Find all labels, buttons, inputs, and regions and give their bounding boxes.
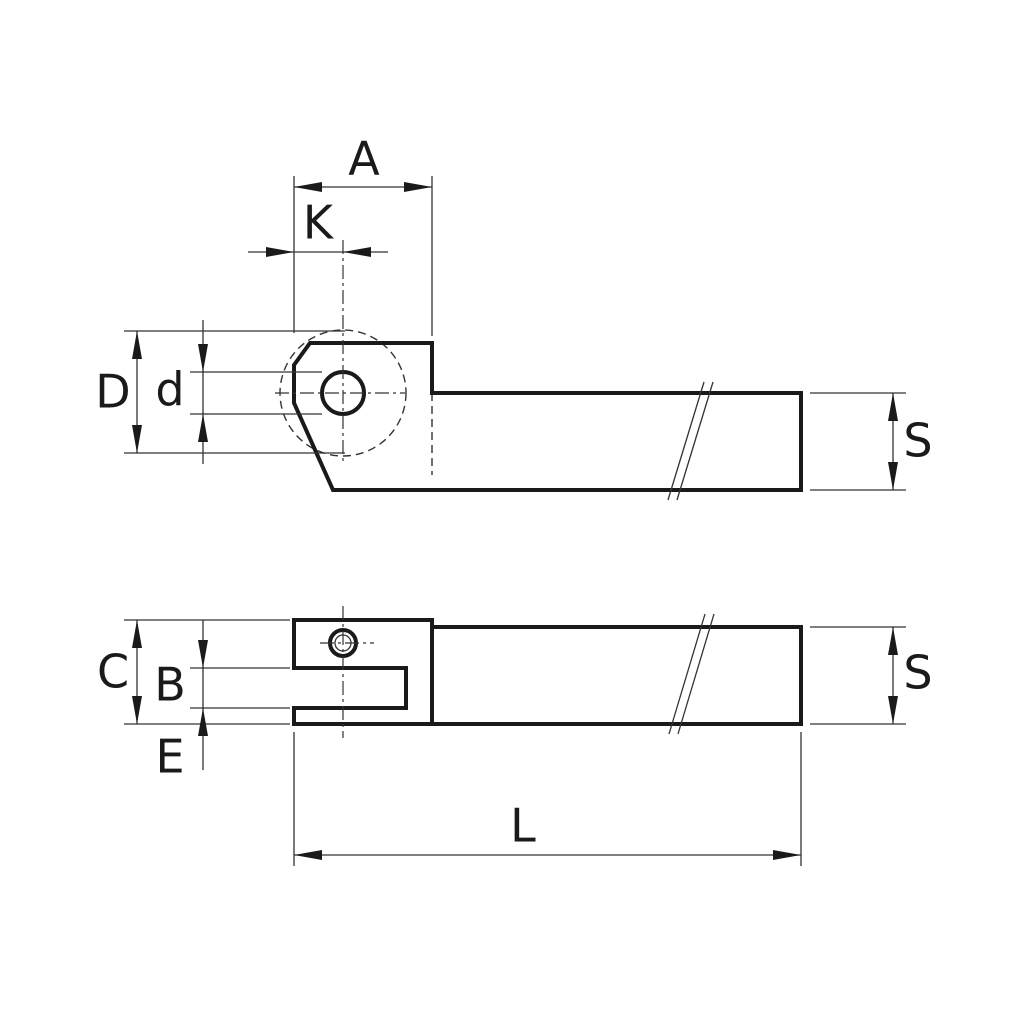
label-K: K [303, 196, 335, 250]
side-view [275, 240, 803, 501]
label-d: d [155, 363, 184, 417]
body-outline-plan [292, 618, 803, 726]
break-mark-2 [667, 381, 705, 501]
label-C: C [97, 645, 129, 699]
dimension-S-top: S [810, 392, 933, 491]
label-E: E [155, 730, 184, 784]
label-S-bottom: S [903, 646, 932, 700]
plan-view [292, 606, 803, 738]
plan-break-mark-1 [677, 613, 715, 735]
label-L: L [510, 799, 536, 853]
dimension-C: C [97, 619, 290, 725]
dimension-K: K [248, 196, 388, 257]
dimension-L: L [293, 732, 802, 866]
dimension-D: D [95, 330, 345, 454]
dimension-A: A [293, 132, 433, 336]
label-D: D [95, 365, 130, 419]
plan-break-mark-2 [668, 613, 706, 735]
label-S-top: S [903, 414, 932, 468]
dimension-S-bottom: S [810, 626, 933, 725]
label-A: A [348, 132, 380, 186]
break-mark-1 [676, 381, 714, 501]
label-B: B [154, 658, 186, 712]
dimension-d: d [155, 320, 322, 464]
dimension-B: B [154, 620, 290, 770]
body-outline-side [292, 341, 803, 492]
